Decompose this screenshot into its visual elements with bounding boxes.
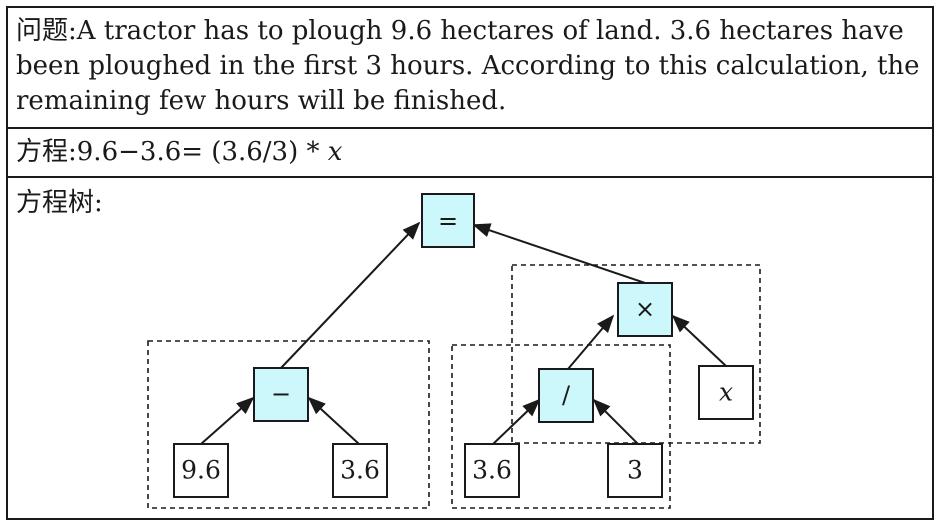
equation-label: 方程: xyxy=(16,137,77,167)
node-equals: = xyxy=(421,193,475,248)
subtree-group-minus xyxy=(147,340,430,509)
tree-row: = − × / 9.6 3.6 xyxy=(8,178,932,518)
node-times: × xyxy=(617,282,673,337)
leaf-3: 3 xyxy=(607,443,663,498)
equation-tree-diagram: = − × / 9.6 3.6 xyxy=(147,193,761,509)
problem-text: A tractor has to plough 9.6 hectares of … xyxy=(16,16,920,116)
edge-96-to-minus xyxy=(200,396,255,445)
equation-row: 方程:9.6−3.6= (3.6/3) * x xyxy=(8,129,932,178)
problem-panel: 问题:A tractor has to plough 9.6 hectares … xyxy=(6,6,934,520)
edge-times-to-equals xyxy=(472,223,646,284)
node-minus-label: − xyxy=(271,380,291,408)
leaf-36-div-label: 3.6 xyxy=(472,456,512,485)
node-equals-label: = xyxy=(438,207,458,235)
equation-statement: 方程:9.6−3.6= (3.6/3) * x xyxy=(16,135,924,169)
edge-3-to-divide xyxy=(592,398,640,446)
leaf-3-label: 3 xyxy=(627,456,643,485)
leaf-36-left: 3.6 xyxy=(332,443,388,498)
equation-expression: 9.6−3.6= (3.6/3) * xyxy=(76,137,328,167)
problem-row: 问题:A tractor has to plough 9.6 hectares … xyxy=(8,8,932,129)
equation-variable: x xyxy=(327,137,343,167)
leaf-96: 9.6 xyxy=(173,443,229,498)
node-divide-label: / xyxy=(562,381,571,409)
edge-36-to-minus xyxy=(307,396,360,445)
edge-minus-to-equals xyxy=(280,221,421,369)
leaf-x: x xyxy=(698,365,754,420)
leaf-36-left-label: 3.6 xyxy=(340,456,380,485)
leaf-96-label: 9.6 xyxy=(181,456,221,485)
edge-x-to-times xyxy=(671,314,727,367)
subtree-group-divide xyxy=(451,344,671,509)
edge-divide-to-times xyxy=(567,314,615,370)
problem-statement: 问题:A tractor has to plough 9.6 hectares … xyxy=(16,14,924,119)
node-divide: / xyxy=(538,368,594,423)
node-times-label: × xyxy=(635,295,655,323)
leaf-x-label: x xyxy=(719,378,733,407)
tree-label: 方程树: xyxy=(16,188,103,218)
leaf-36-div: 3.6 xyxy=(464,443,520,498)
edge-36-to-divide xyxy=(491,398,541,446)
problem-label: 问题: xyxy=(16,16,77,46)
node-minus: − xyxy=(253,367,309,422)
